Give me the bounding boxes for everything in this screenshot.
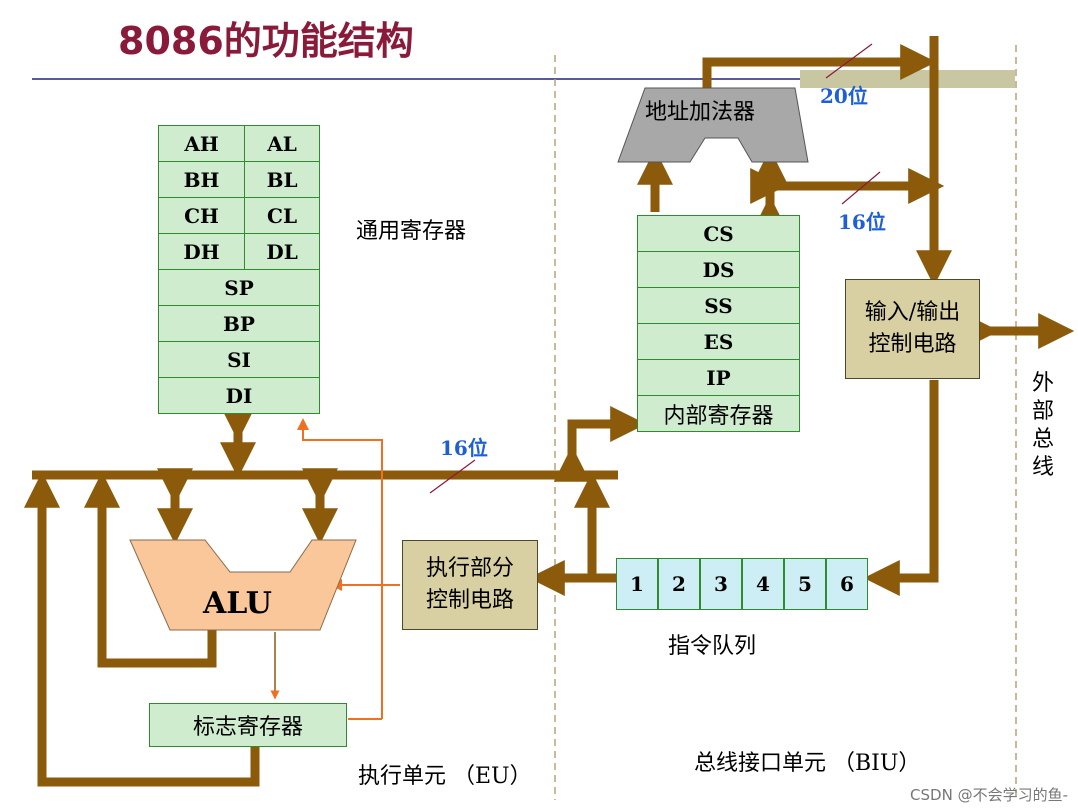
bus-width-16-biu: 16位 — [838, 210, 886, 234]
flag-register-box: 标志寄存器 — [149, 703, 347, 747]
watermark: CSDN @不会学习的鱼- — [910, 786, 1068, 804]
general-registers-label: 通用寄存器 — [356, 219, 467, 244]
queue-cell-1: 1 — [616, 558, 658, 610]
adder-20-out — [702, 44, 937, 88]
reg-al: AL — [244, 125, 320, 162]
internal-buses — [24, 36, 1075, 787]
queue-to-bus — [574, 471, 616, 583]
flag-loop — [24, 471, 260, 787]
reg-ch: CH — [157, 197, 246, 234]
bus-width-16-eu: 16位 — [440, 436, 488, 460]
exec-control-label: 执行部分控制电路 — [425, 556, 514, 613]
page-title: 8086的功能结构 — [118, 19, 414, 63]
bus-width-20: 20位 — [820, 84, 868, 108]
reg-bp: BP — [158, 305, 320, 342]
queue-cell-5: 5 — [784, 558, 826, 610]
reg-dl: DL — [244, 233, 320, 270]
queue-cell-4: 4 — [742, 558, 784, 610]
flag-register-label: 标志寄存器 — [192, 715, 303, 740]
address-adder-shape — [617, 87, 809, 163]
eu-label: 执行单元 （EU） — [358, 764, 532, 789]
reg-sp: SP — [158, 269, 320, 306]
reg-bl: BL — [244, 161, 320, 198]
reg-si: SI — [158, 341, 320, 378]
queue-cell-2: 2 — [658, 558, 700, 610]
io-control-box: 输入/输出控制电路 — [845, 279, 980, 379]
alu-shape — [129, 539, 357, 631]
reg-ip: IP — [637, 359, 800, 396]
alu-label: ALU — [203, 586, 272, 621]
address-adder-label: 地址加法器 — [645, 100, 756, 125]
queue-cell-3: 3 — [700, 558, 742, 610]
reg-dh: DH — [157, 233, 246, 270]
reg-ah: AH — [157, 125, 246, 162]
reg-ds: DS — [637, 251, 800, 288]
external-bus-label: 外部总线 — [1031, 371, 1054, 480]
io-to-queue — [863, 380, 939, 596]
reg-bh: BH — [157, 161, 246, 198]
segment-register-file: CS DS SS ES IP 内部寄存器 — [637, 215, 800, 432]
instruction-queue-label: 指令队列 — [668, 634, 757, 659]
reg-di: DI — [158, 377, 320, 414]
bus-width-ticks — [429, 43, 881, 494]
reg-es: ES — [637, 323, 800, 360]
reg-ss: SS — [637, 287, 800, 324]
instruction-queue: 1 2 3 4 5 6 — [616, 558, 868, 610]
biu-label: 总线接口单元 （BIU） — [694, 751, 921, 776]
internal-registers-label: 内部寄存器 — [637, 395, 800, 432]
exec-control-box: 执行部分控制电路 — [402, 540, 538, 630]
alu-output-loop — [84, 471, 217, 668]
reg-cl: CL — [244, 197, 320, 234]
queue-cell-6: 6 — [826, 558, 868, 610]
io-control-label: 输入/输出控制电路 — [864, 300, 961, 357]
reg-cs: CS — [637, 215, 800, 252]
control-signals — [297, 418, 400, 720]
internal-reg-link — [554, 406, 647, 482]
